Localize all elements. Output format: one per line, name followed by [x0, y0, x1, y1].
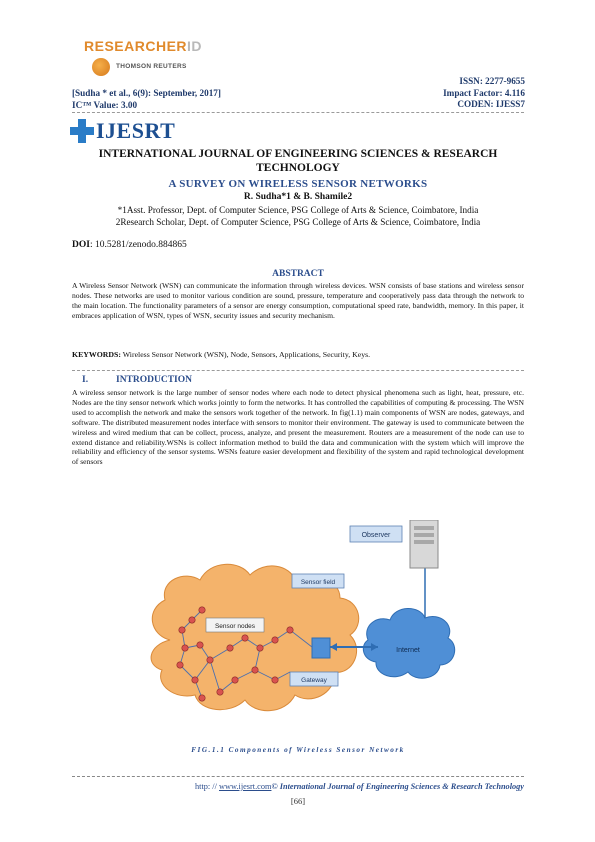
section-number: I. [82, 375, 89, 385]
doi: DOI: 10.5281/zenodo.884865 [72, 240, 187, 250]
sensor-nodes-label: Sensor nodes [215, 623, 256, 630]
footer-prefix: http: // [195, 782, 219, 791]
ic-value: IC™ Value: 3.00 [72, 99, 138, 110]
ijesrt-logo: IJESRT [70, 118, 175, 144]
abstract-heading: ABSTRACT [272, 269, 324, 279]
impact-factor: Impact Factor: 4.116 [443, 87, 525, 98]
plus-cross-icon [70, 119, 94, 143]
sensor-nodes [176, 606, 294, 702]
researcherid-id-text: ID [187, 38, 203, 54]
header-right-meta: ISSN: 2277-9655 Impact Factor: 4.116 COD… [443, 76, 525, 111]
affiliation-1: *1Asst. Professor, Dept. of Computer Sci… [117, 205, 479, 215]
journal-name-line1: INTERNATIONAL JOURNAL OF ENGINEERING SCI… [98, 148, 498, 160]
researcherid-logo: RESEARCHERID [84, 38, 202, 54]
observer-server: Observer [349, 520, 439, 569]
observer-label: Observer [362, 532, 391, 539]
internet-label: Internet [396, 647, 420, 654]
section-divider [72, 370, 524, 371]
footer-divider [72, 776, 524, 777]
sensor-field-label: Sensor field [301, 579, 336, 586]
footer: http: // www.ijesrt.com© International J… [72, 782, 524, 791]
header-left-meta: [Sudha * et al., 6(9): September, 2017] … [72, 88, 221, 111]
sensor-nodes-label-box: Sensor nodes [205, 617, 265, 633]
footer-journal-name: © International Journal of Engineering S… [271, 782, 524, 791]
journal-name: INTERNATIONAL JOURNAL OF ENGINEERING SCI… [72, 148, 524, 175]
ijesrt-logo-text: IJESRT [96, 118, 176, 143]
internet-cloud: Internet [362, 608, 456, 679]
abstract-text: A Wireless Sensor Network (WSN) can comm… [72, 281, 524, 320]
affiliation-2: 2Research Scholar, Dept. of Computer Sci… [115, 217, 481, 227]
thomson-reuters-text: THOMSON REUTERS [116, 63, 187, 70]
network-links [330, 568, 426, 651]
thomson-reuters-icon [92, 58, 110, 76]
gateway-label: Gateway [301, 677, 327, 684]
doi-label: DOI [72, 240, 90, 250]
keywords: KEYWORDS: Wireless Sensor Network (WSN),… [72, 350, 524, 359]
journal-url-link[interactable]: www.ijesrt.com [219, 782, 272, 791]
researcherid-text: RESEARCHER [84, 38, 188, 54]
section-title: INTRODUCTION [116, 375, 193, 385]
paper-authors: R. Sudha*1 & B. Shamile2 [243, 192, 353, 202]
paper-title: A SURVEY ON WIRELESS SENSOR NETWORKS [168, 178, 428, 190]
introduction-heading: I. INTRODUCTION [72, 375, 192, 385]
journal-name-line2: TECHNOLOGY [256, 161, 340, 174]
page-number: [66] [290, 796, 306, 806]
header-divider [72, 112, 524, 113]
keywords-label: KEYWORDS: [72, 350, 121, 359]
keywords-text: Wireless Sensor Network (WSN), Node, Sen… [120, 350, 371, 359]
citation: [Sudha * et al., 6(9): September, 2017] [72, 88, 221, 98]
gateway-node: Gateway [289, 637, 339, 687]
introduction-text: A wireless sensor network is the large n… [72, 388, 524, 467]
doi-value: : 10.5281/zenodo.884865 [89, 240, 187, 250]
issn: ISSN: 2277-9655 [459, 76, 525, 86]
wsn-components-figure: Internet Gateway Sensor nodes Sensor fie… [150, 520, 456, 712]
figure-caption: FIG.1.1 Components of Wireless Sensor Ne… [191, 746, 405, 754]
sensor-field-label-box: Sensor field [291, 573, 345, 589]
coden: CODEN: IJESS7 [457, 99, 525, 109]
